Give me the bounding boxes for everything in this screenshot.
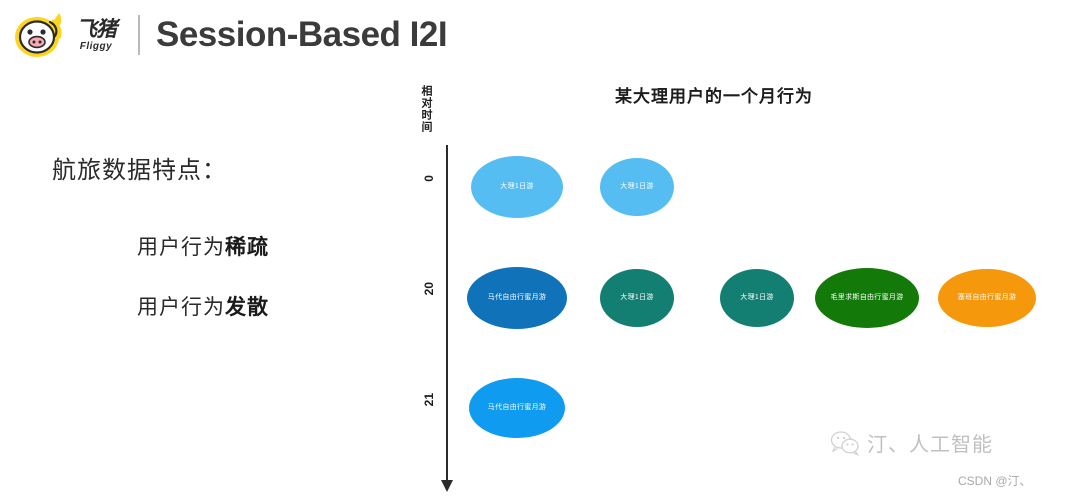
behavior-bubble[interactable]: 马代自由行蜜月游 <box>469 378 565 438</box>
bubble-label: 马代自由行蜜月游 <box>487 294 547 302</box>
behavior-scatter-chart: 某大理用户的一个月行为 相对时间 0 20 21 大理1日游大理1日游马代自由行… <box>400 70 1080 497</box>
wechat-icon <box>830 430 860 456</box>
y-axis-line <box>446 145 448 485</box>
fliggy-logo: 飞猪 Fliggy <box>12 9 117 61</box>
bubble-label: 塞班自由行蜜月游 <box>957 294 1017 302</box>
bubble-label: 大理1日游 <box>620 294 654 302</box>
y-axis-label: 相对时间 <box>420 85 432 133</box>
bullet-emphasis: 发散 <box>225 296 269 319</box>
watermark-account: 汀、人工智能 <box>867 434 993 456</box>
bubble-label: 毛里求斯自由行蜜月游 <box>830 294 904 302</box>
brand-name-cn: 飞猪 <box>76 17 117 41</box>
behavior-bubble[interactable]: 塞班自由行蜜月游 <box>938 269 1036 327</box>
bullet-item-divergent: 用户行为发散 <box>137 291 382 321</box>
watermark: 汀、人工智能 <box>830 428 993 457</box>
brand-name-en: Fliggy <box>79 40 113 52</box>
bubble-label: 马代自由行蜜月游 <box>487 404 547 412</box>
bubble-label: 大理1日游 <box>740 294 774 302</box>
bubble-label: 大理1日游 <box>620 183 654 191</box>
y-tick-0: 0 <box>422 175 436 182</box>
page-header: 飞猪 Fliggy Session-Based I2I <box>0 0 1080 70</box>
y-axis-arrow-icon <box>441 480 453 492</box>
bullet-prefix: 用户行为 <box>137 236 225 259</box>
behavior-bubble[interactable]: 大理1日游 <box>600 269 674 327</box>
bullet-item-sparse: 用户行为稀疏 <box>137 231 382 261</box>
y-tick-21: 21 <box>422 393 436 407</box>
bullet-prefix: 用户行为 <box>137 296 225 319</box>
behavior-bubble[interactable]: 毛里求斯自由行蜜月游 <box>815 268 919 328</box>
pig-logo-icon <box>15 13 62 57</box>
behavior-bubble[interactable]: 大理1日游 <box>720 269 794 327</box>
bullet-emphasis: 稀疏 <box>225 236 269 259</box>
y-tick-20: 20 <box>422 282 436 296</box>
left-text-panel: 航旅数据特点： 用户行为稀疏 用户行为发散 <box>52 150 382 351</box>
bubble-label: 大理1日游 <box>500 183 534 191</box>
chart-title: 某大理用户的一个月行为 <box>615 87 813 106</box>
behavior-bubble[interactable]: 马代自由行蜜月游 <box>467 267 567 329</box>
header-divider <box>138 15 140 55</box>
behavior-bubble[interactable]: 大理1日游 <box>471 156 563 218</box>
csdn-tag: CSDN @汀、 <box>958 474 1032 488</box>
lead-text: 航旅数据特点： <box>52 157 227 184</box>
page-title: Session-Based I2I <box>156 15 448 54</box>
behavior-bubble[interactable]: 大理1日游 <box>600 158 674 216</box>
